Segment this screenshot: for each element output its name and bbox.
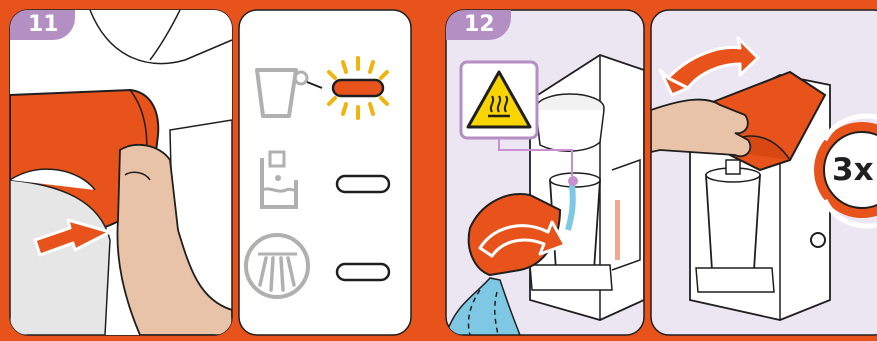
- panel-step-11: [10, 10, 232, 335]
- panel-indicators: [239, 10, 411, 335]
- water-indicator-off: [337, 176, 389, 192]
- panel-step-12: [446, 10, 644, 335]
- repeat-count-label: 3x: [832, 152, 877, 188]
- step-number-11: 11: [10, 10, 75, 40]
- descale-indicator-off: [337, 264, 389, 280]
- step-number-12: 12: [446, 10, 511, 40]
